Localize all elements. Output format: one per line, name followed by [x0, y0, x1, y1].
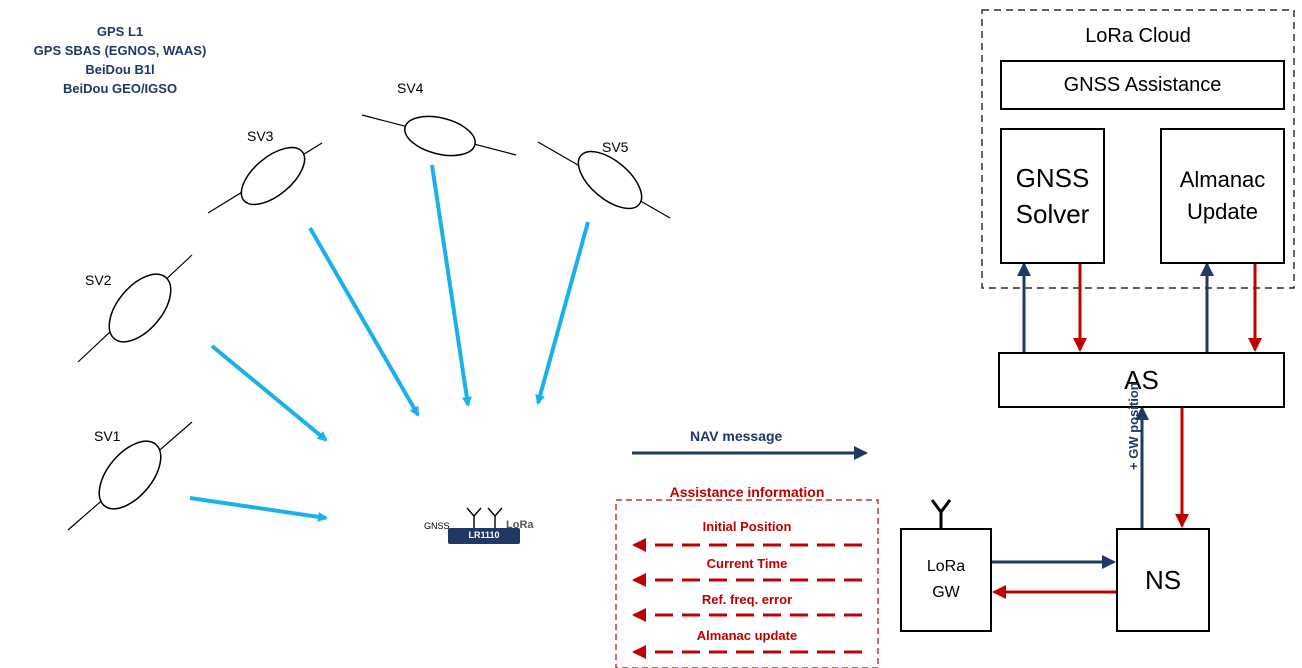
signal-arrow-sv2: [210, 344, 328, 442]
ns-box: NS: [1116, 528, 1210, 632]
gnss-assistance-box: GNSS Assistance: [1000, 60, 1285, 110]
assistance-title: Assistance information: [669, 484, 825, 500]
gnss-assistance-label: GNSS Assistance: [1063, 73, 1222, 96]
constellation-item: BeiDou GEO/IGSO: [62, 81, 178, 96]
gnss-solver-box: GNSS Solver: [1000, 128, 1105, 264]
almanac-update-label-line1: Almanac: [1179, 167, 1266, 192]
satellite-sv2-label: SV2: [85, 272, 112, 288]
satellite-sv5-label: SV5: [602, 139, 629, 155]
almanac-update-label-line2: Update: [1187, 199, 1258, 224]
ns-label: NS: [1144, 564, 1182, 595]
gnss-solver-label-line1: GNSS: [1015, 163, 1090, 193]
constellation-item: BeiDou B1l: [85, 62, 155, 77]
assistance-box: [615, 499, 879, 668]
gnss-antenna-label: GNSS: [424, 521, 450, 531]
assistance-item-label: Almanac update: [696, 628, 798, 643]
lora-cloud-title: LoRa Cloud: [1085, 25, 1191, 47]
constellation-list: GPS L1 GPS SBAS (EGNOS, WAAS) BeiDou B1l…: [0, 22, 240, 98]
almanac-update-box: Almanac Update: [1160, 128, 1285, 264]
gateway-antenna-icon: [930, 499, 952, 528]
satellite-sv5-symbol: [537, 141, 671, 219]
as-box: AS: [998, 352, 1285, 408]
nav-message-label: NAV message: [690, 428, 783, 444]
satellite-sv3-symbol: [207, 142, 323, 214]
satellite-sv1-label: SV1: [94, 428, 121, 444]
gw-position-label: + GW position: [1126, 382, 1141, 470]
satellite-sv4-label: SV4: [397, 80, 424, 96]
lr1110-chip: [448, 528, 520, 544]
signal-arrow-sv5: [535, 221, 590, 405]
constellation-item: GPS SBAS (EGNOS, WAAS): [33, 43, 207, 58]
constellation-item: GPS L1: [96, 24, 144, 39]
satellite-sv3-label: SV3: [247, 128, 274, 144]
assistance-item-label: Current Time: [706, 556, 788, 571]
lora-gateway-label-line1: LoRa: [926, 558, 966, 575]
gnss-solver-label-line2: Solver: [1015, 199, 1090, 229]
satellite-sv2-symbol: [77, 254, 193, 363]
assistance-item-label: Initial Position: [702, 519, 792, 534]
lora-logo: LoRa: [506, 519, 534, 531]
signal-arrow-sv3: [308, 226, 420, 417]
lora-gateway-label-line2: GW: [932, 584, 960, 601]
signal-arrow-sv4: [430, 164, 472, 407]
signal-arrow-sv1: [189, 496, 328, 522]
lora-cloud-container: [981, 9, 1295, 289]
satellite-sv1-symbol: [67, 421, 193, 531]
assistance-item-label: Ref. freq. error: [701, 592, 793, 607]
device-antennas: [466, 507, 503, 528]
as-label: AS: [1124, 364, 1159, 395]
lr1110-chip-label: LR1110: [468, 530, 500, 540]
lora-gateway-box: LoRa GW: [900, 528, 992, 632]
satellite-sv4-symbol: [361, 114, 517, 157]
